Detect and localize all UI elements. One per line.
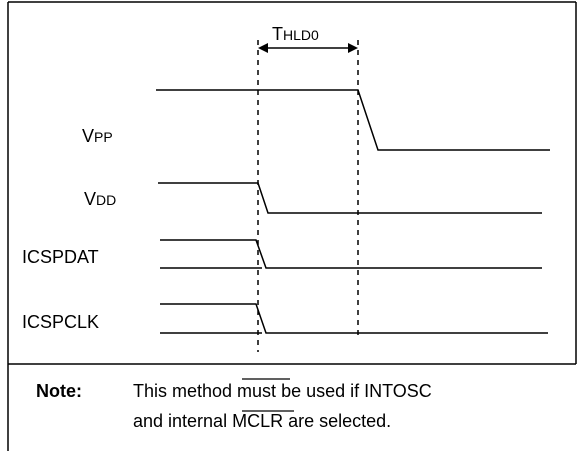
icspdat-label: ICSPDAT bbox=[22, 247, 99, 267]
frame-border bbox=[7, 1, 577, 451]
icspclk-waveform bbox=[160, 303, 548, 334]
note-line-1: This method must be used if INTOSC bbox=[133, 381, 432, 401]
vdd-waveform bbox=[158, 182, 542, 214]
vpp-waveform bbox=[156, 89, 550, 151]
note-line-2: and internal MCLR are selected. bbox=[133, 411, 391, 431]
mclr-text: MCLR bbox=[232, 411, 283, 431]
thld0-arrow-left bbox=[258, 43, 268, 53]
thld0-label: THLD0 bbox=[272, 24, 319, 44]
vpp-label: VPP bbox=[82, 126, 113, 146]
icspclk-label: ICSPCLK bbox=[22, 312, 99, 332]
icspdat-waveform bbox=[160, 239, 542, 269]
thld0-arrow-right bbox=[348, 43, 358, 53]
vdd-label: VDD bbox=[84, 189, 116, 209]
note-label: Note: bbox=[36, 381, 82, 401]
note-emphasis: must bbox=[237, 381, 276, 401]
thld0-dimension: THLD0 bbox=[258, 24, 358, 53]
